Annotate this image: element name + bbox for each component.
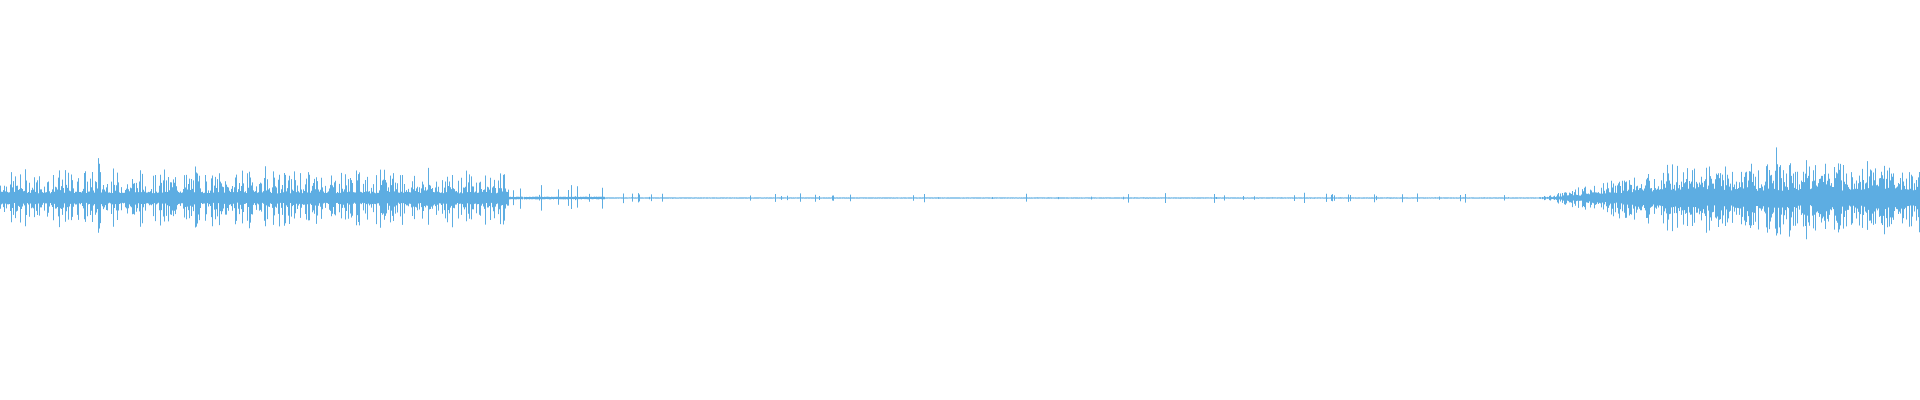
waveform-bars [0, 147, 1920, 240]
